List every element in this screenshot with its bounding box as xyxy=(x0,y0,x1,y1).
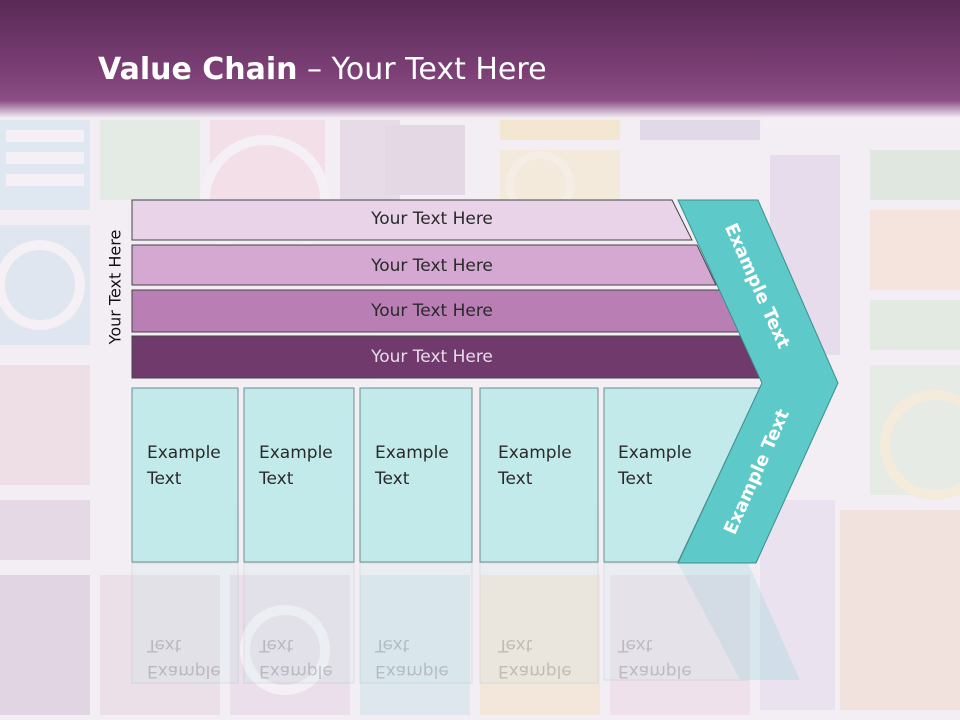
row-bar-1 xyxy=(131,199,693,241)
cell-line1: Example xyxy=(147,443,221,463)
cell-reflection-4: Example Text xyxy=(498,632,598,684)
cell-line2: Text xyxy=(259,469,294,489)
cell-line2: Text xyxy=(498,635,533,655)
cell-line2: Text xyxy=(147,469,182,489)
cell-box-4 xyxy=(479,387,599,563)
cell-line1: Example xyxy=(259,443,333,463)
cell-line2: Text xyxy=(375,469,410,489)
title-bold: Value Chain xyxy=(98,52,298,87)
cell-reflection-2: Example Text xyxy=(259,632,359,684)
row-label-3: Your Text Here xyxy=(371,301,493,321)
row-label-4: Your Text Here xyxy=(371,347,493,367)
cell-line1: Example xyxy=(618,661,692,681)
cell-line2: Text xyxy=(259,635,294,655)
cell-line1: Example xyxy=(259,661,333,681)
cell-line1: Example xyxy=(375,443,449,463)
cell-line1: Example xyxy=(618,443,692,463)
row-label-1: Your Text Here xyxy=(371,209,493,229)
cell-reflection-1: Example Text xyxy=(147,632,247,684)
cell-line2: Text xyxy=(147,635,182,655)
cell-box-3 xyxy=(359,387,473,563)
cell-line1: Example xyxy=(498,443,572,463)
title-rest: – Your Text Here xyxy=(297,52,547,87)
cell-line1: Example xyxy=(375,661,449,681)
cell-line2: Text xyxy=(618,635,653,655)
slide-title: Value Chain – Your Text Here xyxy=(98,52,547,87)
cell-line1: Example xyxy=(498,661,572,681)
side-label: Your Text Here xyxy=(105,229,125,345)
cell-line2: Text xyxy=(498,469,533,489)
cell-line1: Example xyxy=(147,661,221,681)
cell-line2: Text xyxy=(618,469,653,489)
cell-reflection-3: Example Text xyxy=(375,632,475,684)
chevron-arrow xyxy=(677,199,839,564)
cell-box-2 xyxy=(243,387,355,563)
title-bar xyxy=(0,0,960,118)
cell-reflection-5: Example Text xyxy=(618,632,718,684)
row-bar-2 xyxy=(131,244,717,286)
row-label-2: Your Text Here xyxy=(371,256,493,276)
cell-line2: Text xyxy=(375,635,410,655)
cell-box-1 xyxy=(131,387,239,563)
